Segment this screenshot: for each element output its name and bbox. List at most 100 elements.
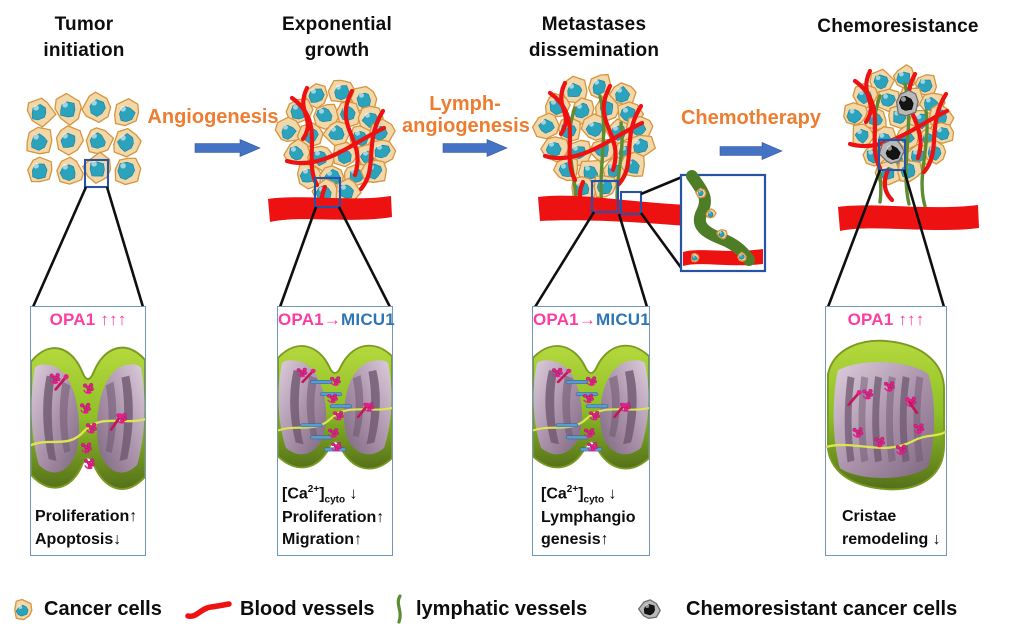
process-arrow-icon bbox=[442, 139, 508, 157]
opa1-protein-clusters bbox=[49, 373, 128, 470]
panel-text: Proliferation↑ Apoptosis↓ bbox=[31, 503, 145, 555]
panel-text: Cristae remodeling ↓ bbox=[826, 503, 946, 555]
zoom-connector-line bbox=[640, 175, 683, 196]
panel-chemoresistance-mitochondria: OPA1 ↑↑↑ Cristae remodeling ↓ bbox=[825, 306, 947, 556]
cancer-cell bbox=[690, 252, 700, 263]
stage-title-chemoresistance: Chemoresistance bbox=[817, 16, 979, 37]
legend-label-cancer-cells: Cancer cells bbox=[44, 598, 162, 620]
zoom-connector-line bbox=[278, 206, 318, 308]
cancer-cell bbox=[113, 127, 142, 158]
cancer-cell bbox=[14, 598, 33, 621]
opa1-label: OPA1 ↑↑↑ bbox=[847, 310, 925, 329]
chemoresistance-tumor bbox=[838, 64, 979, 231]
vessel-detail-inset bbox=[679, 170, 767, 273]
panel-exponential-growth-mitochondria: OPA1→MICU1 [Ca2+]cyto ↓ Proliferation↑ M… bbox=[277, 306, 395, 556]
cancer-cell bbox=[81, 91, 112, 123]
legend-label-lymphatic-vessels: lymphatic vessels bbox=[416, 598, 588, 620]
panel-title-opa1-up: OPA1 ↑↑↑ bbox=[826, 307, 946, 332]
panel-text: [Ca2+]cyto ↓ Lymphangio genesis↑ bbox=[533, 481, 649, 555]
micu1-channel bbox=[319, 392, 343, 397]
panel-title-opa1-up: OPA1 ↑↑↑ bbox=[31, 307, 145, 332]
cancer-cell bbox=[580, 113, 608, 141]
mitochondria-art bbox=[826, 339, 946, 491]
blood-vessel bbox=[538, 195, 689, 226]
cancer-cell bbox=[843, 102, 869, 126]
opa1-label: OPA1→ bbox=[533, 310, 597, 329]
zoom-box bbox=[590, 179, 620, 214]
cancer-cell bbox=[27, 156, 53, 183]
chemoresistant-cancer-cell bbox=[895, 89, 919, 117]
micu1-channel bbox=[555, 423, 579, 428]
process-arrow-icon bbox=[719, 142, 783, 160]
cancer-cell bbox=[332, 141, 359, 168]
process-label-angiogenesis: Angiogenesis bbox=[147, 106, 279, 128]
panel-line: Migration↑ bbox=[282, 530, 362, 548]
cancer-cell bbox=[85, 127, 115, 155]
chemoresistant-cancer-cell bbox=[637, 599, 661, 619]
mitochondria-art bbox=[31, 346, 145, 490]
mitochondria-art bbox=[533, 344, 649, 470]
zoom-box bbox=[877, 138, 907, 172]
process-label-chemotherapy: Chemotherapy bbox=[680, 107, 822, 129]
cancer-cell bbox=[716, 229, 728, 240]
cancer-cell bbox=[531, 112, 560, 140]
panel-tumor-initiation-mitochondria: OPA1 ↑↑↑ Proliferation↑ Apoptosis↓ bbox=[30, 306, 146, 556]
cancer-cell bbox=[608, 82, 637, 106]
micu1-channel bbox=[565, 435, 589, 440]
zoom-connector-line bbox=[105, 186, 145, 308]
zoom-connector-line bbox=[617, 213, 649, 308]
panel-line: Lymphangio bbox=[541, 508, 636, 526]
panel-title-opa1-micu1: OPA1→MICU1 bbox=[533, 307, 650, 332]
opa1-protein-clusters bbox=[847, 381, 925, 456]
cancer-cell bbox=[283, 138, 312, 165]
panel-text: [Ca2+]cyto ↓ Proliferation↑ Migration↑ bbox=[278, 481, 392, 555]
panel-line: Proliferation↑ bbox=[35, 507, 138, 525]
micu1-channel bbox=[575, 392, 599, 397]
cancer-cell bbox=[705, 208, 717, 219]
metastases-tumor bbox=[531, 74, 689, 226]
panel-line: genesis↑ bbox=[541, 530, 609, 548]
cancer-cell bbox=[274, 116, 304, 143]
zoom-connector-line bbox=[31, 186, 88, 308]
legend-label-blood-vessels: Blood vessels bbox=[240, 598, 375, 620]
zoom-connector-line bbox=[337, 206, 392, 308]
legend-icons bbox=[14, 594, 661, 624]
cancer-cell bbox=[368, 139, 397, 166]
stage-title-metastases-dissemination: Metastases dissemination bbox=[528, 14, 660, 61]
legend-label-chemoresistant-cancer-cells: Chemoresistant cancer cells bbox=[686, 598, 958, 620]
cancer-cell bbox=[695, 187, 707, 199]
micu1-channel bbox=[585, 404, 609, 409]
cancer-cell bbox=[56, 156, 84, 185]
micu1-channel bbox=[310, 435, 333, 440]
panel-line: remodeling ↓ bbox=[842, 530, 941, 548]
zoom-box bbox=[83, 158, 110, 189]
micu1-channel bbox=[300, 423, 323, 428]
calcium-line: [Ca2+]cyto ↓ bbox=[541, 483, 617, 506]
zoom-connector-line bbox=[902, 169, 946, 308]
process-arrow-icon bbox=[194, 139, 261, 157]
zoom-connector-line bbox=[533, 211, 596, 308]
zoom-box bbox=[619, 190, 643, 216]
process-label-lymphangiogenesis: Lymph- angiogenesis bbox=[402, 93, 530, 138]
cancer-cell bbox=[737, 251, 747, 262]
cancer-cell bbox=[322, 120, 352, 148]
opa1-label: OPA1→ bbox=[278, 310, 342, 329]
panel-line: Cristae bbox=[842, 507, 897, 525]
zoom-connector-line bbox=[639, 212, 684, 270]
micu1-channel bbox=[565, 380, 589, 384]
opa1-label: OPA1 ↑↑↑ bbox=[49, 310, 127, 329]
blood-vessel bbox=[268, 196, 392, 222]
panel-title-opa1-micu1: OPA1→MICU1 bbox=[278, 307, 395, 332]
cancer-cell bbox=[55, 125, 84, 156]
blood-vessel bbox=[838, 205, 979, 231]
exponential-growth-tumor bbox=[268, 79, 397, 222]
cancer-cell bbox=[26, 97, 57, 128]
micu1-channel bbox=[310, 380, 333, 384]
calcium-line: [Ca2+]cyto ↓ bbox=[282, 483, 358, 506]
cancer-cell bbox=[593, 175, 617, 198]
cancer-cell bbox=[26, 126, 53, 155]
zoom-connector-line bbox=[826, 169, 882, 308]
micu1-label: MICU1 bbox=[596, 310, 650, 329]
tumor-initiation-cells bbox=[26, 91, 142, 186]
